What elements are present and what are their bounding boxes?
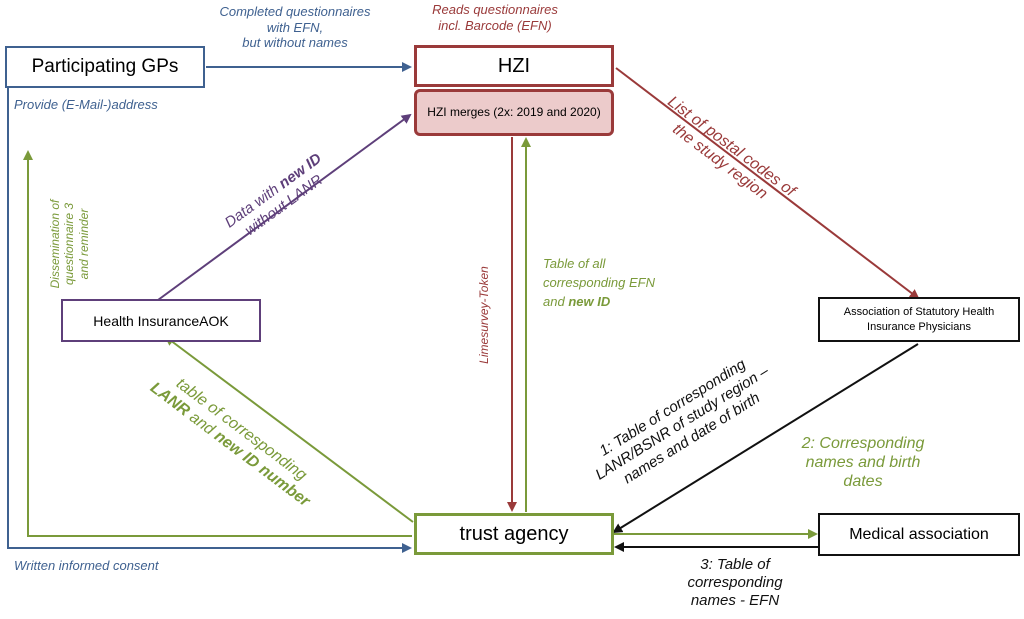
label-line: 3: Table of [700,556,770,573]
label-line: Completed questionnaires [219,4,371,19]
node-hzi: HZI [414,45,614,87]
arrow-gps-to-trust [7,88,412,553]
label-line: Dissemination of [48,199,62,289]
node-medical-association-label: Medical association [849,525,989,543]
arrow-trust-to-aok [164,335,414,523]
arrow-trust-to-gps [23,150,412,537]
label-line: 2: Corresponding [801,435,925,452]
node-hzi-merges-label: HZI merges (2x: 2019 and 2020) [427,104,601,119]
label-line: incl. Barcode (EFN) [438,17,552,33]
label-part-bold: new ID [568,293,611,309]
node-trust-agency-label: trust agency [459,522,569,545]
label-dissemination: Dissemination of questionnaire 3 and rem… [48,179,91,309]
arrow-aok-to-hzi [157,113,412,301]
label-part: and [543,293,569,309]
node-participating-gps: Participating GPs [5,46,205,88]
label-completed-questionnaires: Completed questionnaires with EFN, but w… [200,4,390,51]
label-line: corresponding [687,574,783,591]
label-line: Reads questionnaires [432,2,558,17]
label-limesurvey-token: Limesurvey-Token [477,266,491,364]
label-table3: 3: Table of corresponding names - EFN [655,556,815,610]
label-line: with EFN, [266,19,324,35]
arrow-kv-to-trust [612,343,919,534]
node-association-statutory-label: Association of Statutory Health Insuranc… [843,305,995,333]
label-reads-questionnaires: Reads questionnaires incl. Barcode (EFN) [410,2,580,33]
label-line: and new ID [543,293,655,312]
node-association-statutory: Association of Statutory Health Insuranc… [818,297,1020,342]
label-line: names - EFN [690,592,780,609]
node-trust-agency: trust agency [414,513,614,555]
label-line: questionnaire 3 [62,202,77,286]
node-medical-association: Medical association [818,513,1020,556]
label-provide-address: Provide (E-Mail-)address [14,97,158,112]
node-health-insurance-aok: Health InsuranceAOK [61,299,261,342]
node-participating-gps-label: Participating GPs [31,56,179,77]
label-line: names and birth [805,454,921,472]
arrow-hzi-to-kv [615,67,920,300]
label-line: and reminder [76,208,91,280]
label-table-efn: Table of all corresponding EFN and new I… [543,255,655,312]
node-hzi-merges: HZI merges (2x: 2019 and 2020) [414,89,614,136]
label-corresponding-names: 2: Corresponding names and birth dates [778,434,948,492]
label-line: Table of all [543,256,606,271]
label-line: but without names [242,35,348,51]
label-line: dates [843,473,883,491]
node-health-insurance-aok-label: Health InsuranceAOK [93,312,229,329]
label-written-consent: Written informed consent [14,558,159,573]
label-line: corresponding EFN [543,274,655,290]
node-hzi-label: HZI [497,54,531,77]
